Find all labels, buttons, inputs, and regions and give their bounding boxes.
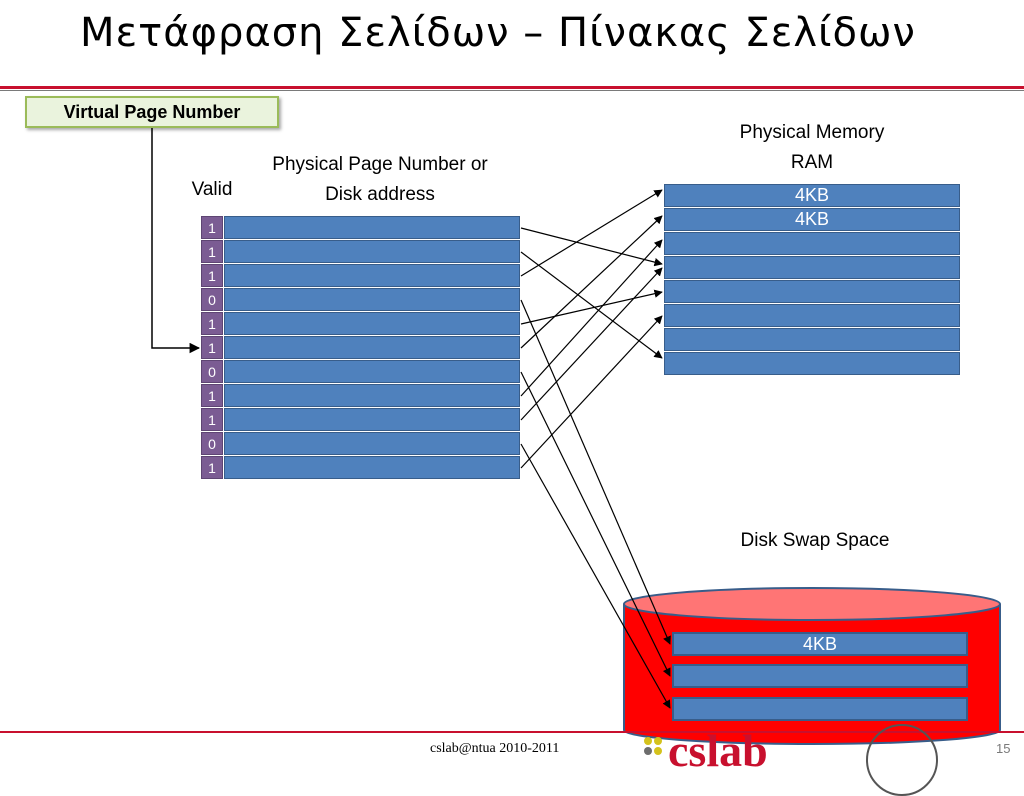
physical-memory-label-line1: Physical Memory	[739, 122, 885, 143]
disk-mapping-arrow	[520, 443, 671, 709]
disk-slot	[672, 664, 968, 688]
slide-title: Μετάφραση Σελίδων – Πίνακας Σελίδων	[80, 10, 916, 56]
title-divider-shadow	[0, 90, 1024, 91]
ppn-column-label: Physical Page Number or Disk address	[240, 150, 520, 210]
vpn-index-arrow	[151, 128, 201, 354]
page-table-entries	[224, 216, 520, 480]
page-table-entry	[224, 384, 520, 407]
university-seal-icon	[866, 724, 938, 796]
page-table-entry	[224, 408, 520, 431]
mapping-arrow	[520, 239, 663, 397]
page-table-entry	[224, 360, 520, 383]
physical-memory-label: Physical Memory RAM	[702, 118, 922, 178]
valid-bit: 1	[201, 240, 223, 263]
physical-memory-frames: 4KB 4KB	[664, 184, 960, 376]
mapping-arrow	[520, 251, 663, 359]
disk-swap-label: Disk Swap Space	[740, 530, 890, 551]
page-number: 15	[996, 741, 1011, 756]
memory-frame	[664, 304, 960, 327]
ppn-label-line2: Disk address	[325, 184, 435, 205]
valid-bit: 1	[201, 264, 223, 287]
disk-slot: 4KB	[672, 632, 968, 656]
memory-frame	[664, 256, 960, 279]
page-table-entry	[224, 312, 520, 335]
page-table-entry	[224, 336, 520, 359]
memory-frame: 4KB	[664, 184, 960, 207]
mapping-arrow	[520, 289, 663, 325]
valid-bit-column: 1 1 1 0 1 1 0 1 1 0 1	[201, 216, 223, 480]
page-table-entry	[224, 240, 520, 263]
valid-bit: 0	[201, 432, 223, 455]
footer-divider	[0, 731, 1024, 733]
disk-mapping-arrow	[520, 371, 671, 677]
memory-frame	[664, 328, 960, 351]
valid-bit: 0	[201, 288, 223, 311]
memory-frame	[664, 232, 960, 255]
ppn-label-line1: Physical Page Number or	[272, 154, 488, 175]
memory-frame	[664, 280, 960, 303]
page-table-entry	[224, 456, 520, 479]
memory-frame: 4KB	[664, 208, 960, 231]
virtual-page-number-box: Virtual Page Number	[25, 96, 279, 128]
valid-bit: 1	[201, 408, 223, 431]
page-table-entry	[224, 264, 520, 287]
valid-bit: 1	[201, 384, 223, 407]
valid-bit: 0	[201, 360, 223, 383]
cslab-dots-icon	[644, 737, 662, 755]
footer-text: cslab@ntua 2010-2011	[430, 741, 560, 756]
disk-mapping-arrow	[520, 299, 671, 645]
page-table-entry	[224, 288, 520, 311]
valid-bit: 1	[201, 336, 223, 359]
page-table-entry	[224, 432, 520, 455]
valid-column-label: Valid	[191, 179, 233, 200]
disk-slot	[672, 697, 968, 721]
mapping-arrow	[520, 189, 663, 277]
mapping-arrow	[520, 215, 663, 349]
mapping-arrows	[151, 128, 671, 709]
memory-frame	[664, 352, 960, 375]
valid-bit: 1	[201, 312, 223, 335]
cslab-logo: cslab	[668, 728, 768, 768]
valid-bit: 1	[201, 456, 223, 479]
page-table-entry	[224, 216, 520, 239]
mapping-arrow	[520, 315, 663, 469]
title-divider	[0, 86, 1024, 89]
mapping-arrow	[520, 227, 663, 267]
mapping-arrow	[520, 267, 663, 421]
valid-bit: 1	[201, 216, 223, 239]
disk-top	[623, 587, 1001, 621]
physical-memory-label-line2: RAM	[790, 152, 834, 173]
